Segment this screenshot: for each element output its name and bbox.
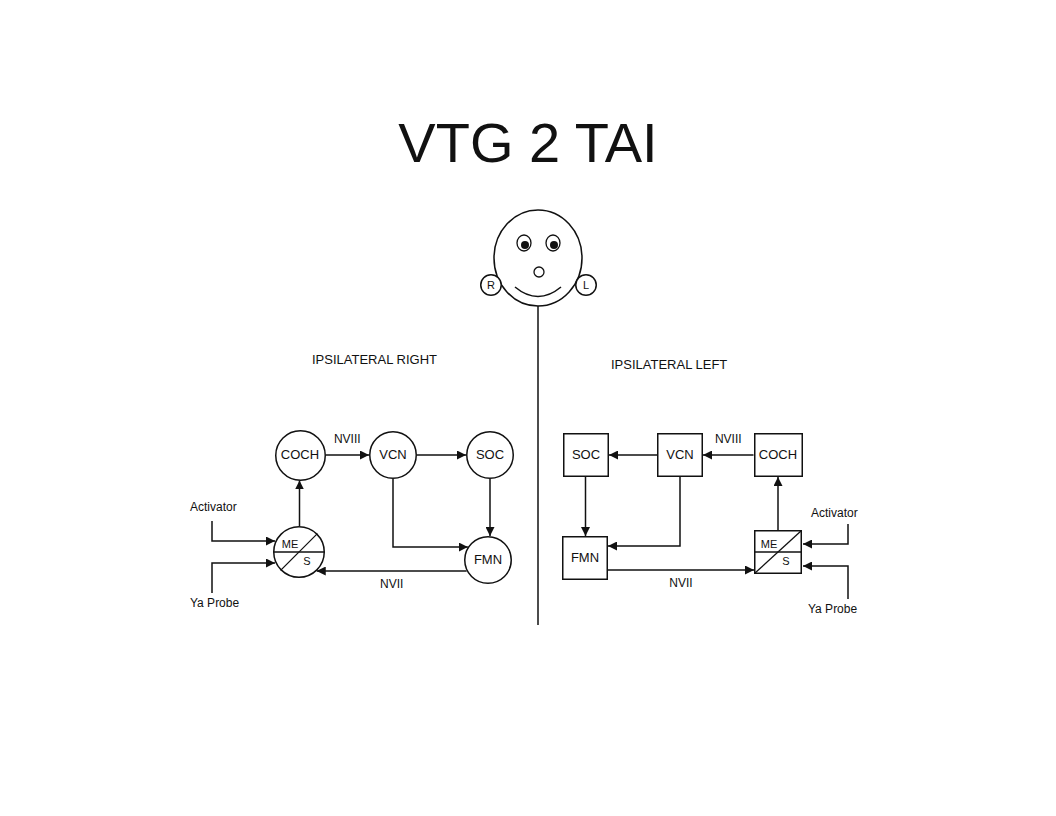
node-text: FMN bbox=[571, 551, 599, 565]
input-label: Activator bbox=[190, 501, 237, 514]
middle-ear-circle: ME S bbox=[273, 526, 325, 578]
process-circle: COCH bbox=[275, 430, 326, 481]
signal-arrow bbox=[489, 479, 491, 536]
nose bbox=[534, 267, 544, 277]
signal-arrow bbox=[393, 479, 468, 547]
node-outline bbox=[754, 530, 802, 574]
middle-ear-box: ME S bbox=[754, 530, 802, 574]
node-text: ME bbox=[282, 538, 299, 550]
process-box: COCH bbox=[754, 433, 803, 477]
process-box: FMN bbox=[562, 536, 608, 580]
side-heading: IPSILATERAL RIGHT bbox=[312, 353, 437, 367]
eye bbox=[546, 235, 560, 251]
input-label: Ya Probe bbox=[190, 597, 239, 610]
signal-arrow bbox=[608, 477, 680, 546]
node-text: SOC bbox=[572, 448, 600, 462]
node-text: R bbox=[487, 279, 495, 291]
signal-arrow bbox=[299, 480, 301, 526]
signal-arrow bbox=[585, 477, 587, 536]
process-box: SOC bbox=[563, 433, 609, 477]
eye bbox=[517, 235, 531, 251]
signal-arrow bbox=[608, 569, 754, 571]
node-text: S bbox=[303, 555, 310, 567]
node-text: COCH bbox=[759, 448, 797, 462]
node-text: L bbox=[583, 279, 589, 291]
node-outline bbox=[273, 526, 325, 578]
probe-leader bbox=[803, 566, 848, 599]
signal-arrow bbox=[703, 454, 754, 456]
probe-leader bbox=[212, 563, 275, 593]
nerve-label: NVII bbox=[667, 577, 694, 590]
node-text: VCN bbox=[666, 448, 693, 462]
side-heading: IPSILATERAL LEFT bbox=[611, 358, 727, 372]
activator-leader bbox=[212, 521, 275, 541]
signal-arrow bbox=[609, 454, 657, 456]
divider-line bbox=[537, 306, 539, 625]
nerve-label: NVIII bbox=[332, 433, 363, 446]
pupil bbox=[550, 241, 558, 249]
process-box: VCN bbox=[657, 433, 703, 477]
nerve-label: NVIII bbox=[713, 433, 744, 446]
head-outline bbox=[494, 210, 582, 306]
input-label: Activator bbox=[811, 507, 858, 520]
ear: L bbox=[575, 274, 597, 296]
process-circle: VCN bbox=[369, 431, 417, 479]
pupil bbox=[521, 241, 529, 249]
node-text: COCH bbox=[281, 448, 319, 462]
node-text: SOC bbox=[476, 448, 504, 462]
signal-arrow bbox=[777, 477, 779, 530]
signal-arrow bbox=[317, 570, 467, 572]
node-text: FMN bbox=[474, 553, 502, 567]
signal-arrow bbox=[417, 454, 466, 456]
title: VTG 2 TAI bbox=[398, 112, 657, 174]
signal-arrow bbox=[326, 454, 370, 456]
nerve-label: NVII bbox=[378, 578, 405, 591]
ear: R bbox=[480, 274, 502, 296]
input-label: Ya Probe bbox=[808, 603, 857, 616]
node-text: S bbox=[782, 555, 789, 567]
node-text: ME bbox=[761, 538, 778, 550]
process-circle: SOC bbox=[466, 431, 514, 479]
activator-leader bbox=[803, 524, 848, 544]
smile bbox=[515, 287, 561, 297]
node-text: VCN bbox=[379, 448, 406, 462]
process-circle: FMN bbox=[464, 536, 512, 584]
